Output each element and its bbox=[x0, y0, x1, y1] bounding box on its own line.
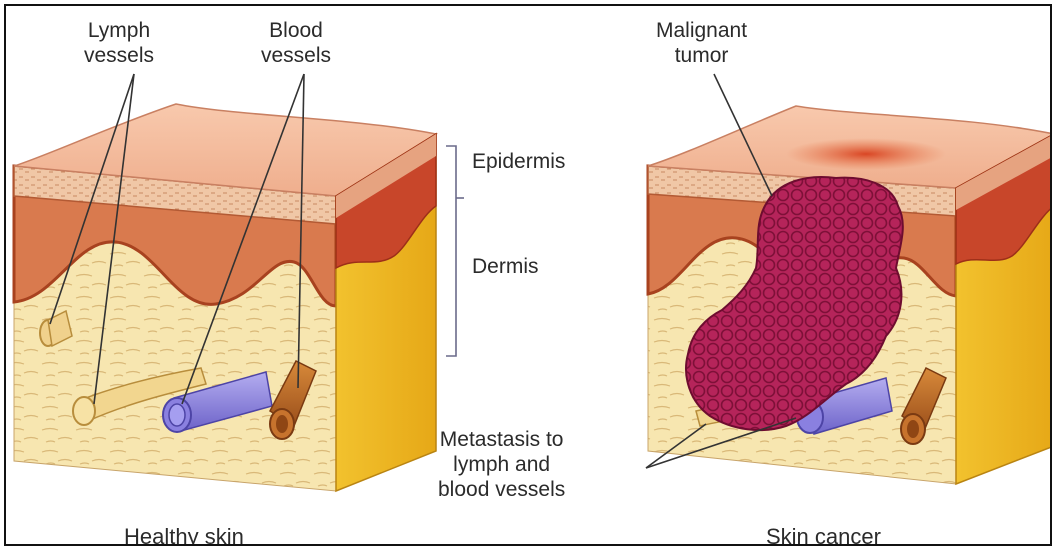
metastasis-label: Metastasis tolymph andblood vessels bbox=[438, 427, 565, 502]
epidermis-label: Epidermis bbox=[472, 149, 565, 174]
healthy-skin-block bbox=[14, 104, 436, 491]
skin-cancer-caption: Skin cancer bbox=[766, 524, 881, 546]
lymph-vessels-label: Lymphvessels bbox=[84, 18, 154, 68]
blood-vessels-label: Bloodvessels bbox=[261, 18, 331, 68]
layer-bracket bbox=[446, 146, 464, 356]
malignant-tumor-label: Malignanttumor bbox=[656, 18, 747, 68]
skin-cancer-block bbox=[648, 106, 1052, 484]
figure-frame: Lymphvessels Bloodvessels Malignanttumor… bbox=[4, 4, 1052, 546]
dermis-label: Dermis bbox=[472, 254, 539, 279]
healthy-skin-caption: Healthy skin bbox=[124, 524, 244, 546]
